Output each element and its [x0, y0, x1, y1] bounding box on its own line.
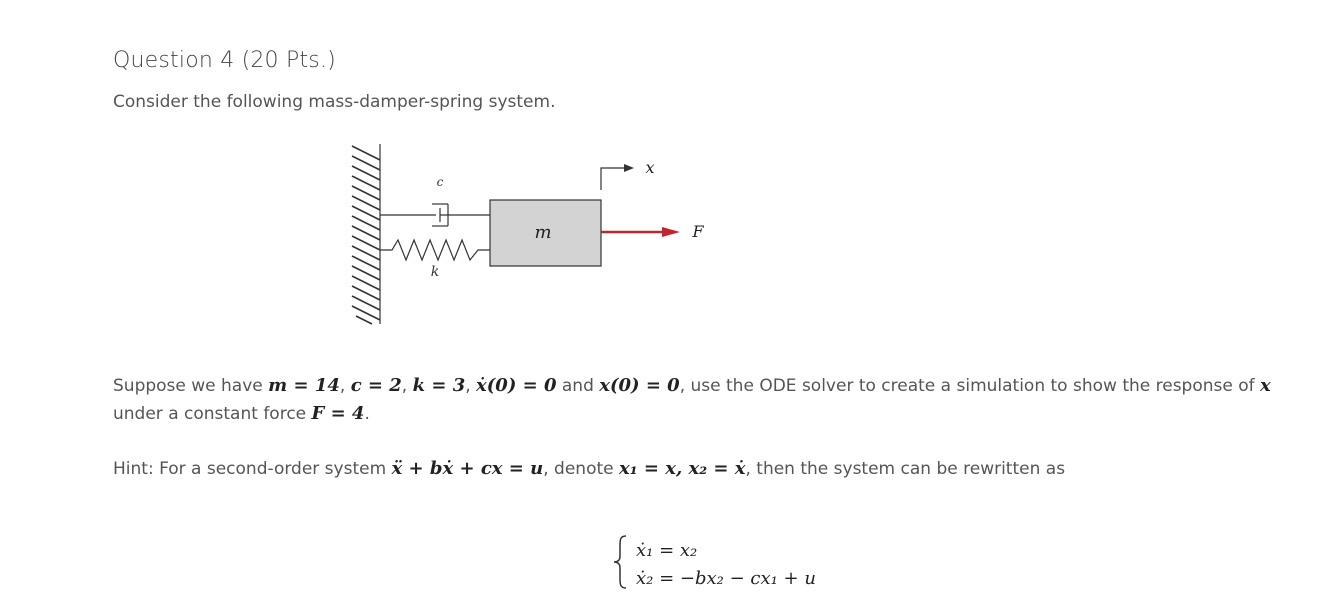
- hint-text: Hint: For a second-order system ẍ + bẋ +…: [113, 458, 1066, 479]
- spring: [380, 238, 490, 262]
- left-brace: [613, 535, 627, 589]
- problem-text: Suppose we have m = 14, c = 2, k = 3, ẋ(…: [113, 375, 1271, 424]
- ode-expression: ẍ + bẋ + cx = u: [391, 458, 544, 479]
- intro-text: Consider the following mass-damper-sprin…: [113, 92, 556, 112]
- equation-2: ẋ₂ = −bx₂ − cx₁ + u: [636, 568, 816, 589]
- stiffness-value: k = 3: [412, 375, 466, 396]
- damper-label: c: [437, 175, 444, 189]
- mass-label: m: [534, 222, 551, 243]
- response-variable: x: [1260, 375, 1271, 396]
- mass-block: [489, 199, 602, 267]
- force-label: F: [691, 222, 704, 241]
- force-arrowhead: [662, 227, 680, 237]
- wall: [351, 144, 381, 325]
- mass-value: m = 14: [268, 375, 340, 396]
- spring-label: k: [431, 264, 439, 280]
- displacement-indicator: [600, 167, 624, 190]
- equation-1: ẋ₁ = x₂: [636, 540, 697, 561]
- initial-position: x(0) = 0: [599, 375, 680, 396]
- state-space-equations: ẋ₁ = x₂ ẋ₂ = −bx₂ − cx₁ + u: [613, 535, 816, 589]
- substitution-expression: x₁ = x, x₂ = ẋ: [619, 458, 746, 479]
- displacement-arrowhead: [624, 164, 634, 172]
- initial-velocity: ẋ(0) = 0: [476, 375, 557, 396]
- force-value: F = 4: [311, 403, 365, 424]
- mass-damper-spring-figure: c k m F x: [351, 144, 704, 325]
- damper: [380, 203, 490, 227]
- displacement-label: x: [645, 158, 654, 177]
- damping-value: c = 2: [350, 375, 402, 396]
- question-title: Question 4 (20 Pts.): [113, 48, 336, 73]
